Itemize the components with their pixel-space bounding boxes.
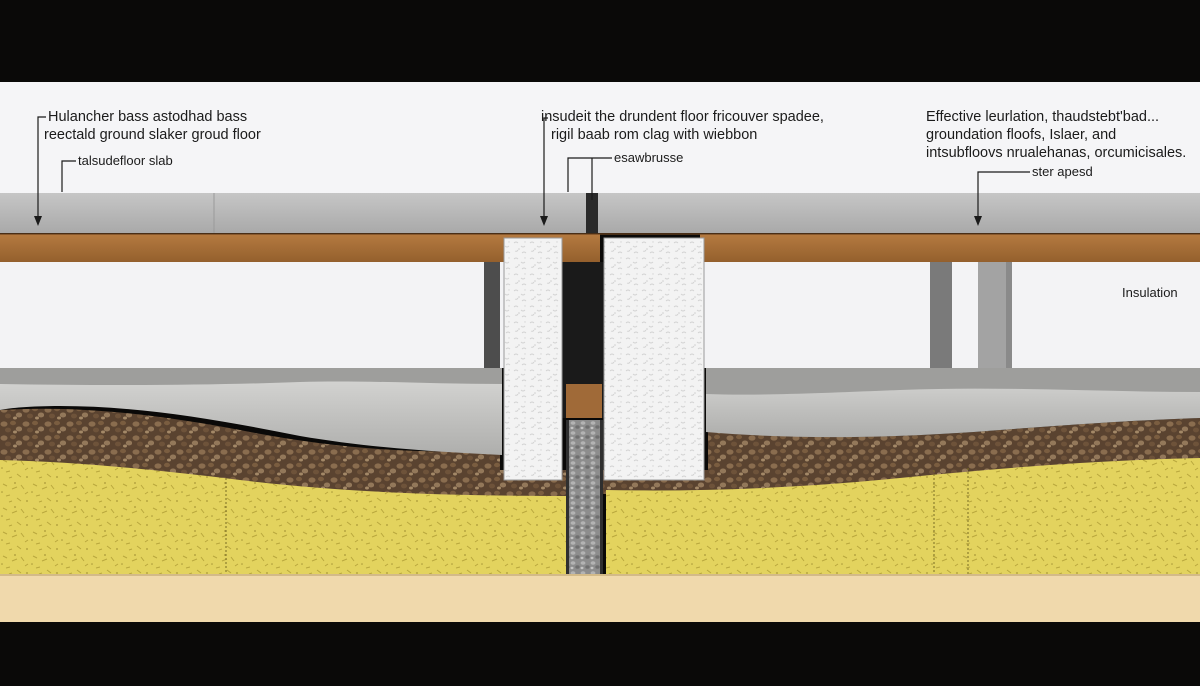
support-post-right-a xyxy=(930,262,952,378)
concrete-base-right-top xyxy=(706,368,1200,395)
support-post-left xyxy=(484,262,500,370)
leader-center-main xyxy=(543,117,548,220)
label-right-line1: Effective leurlation, thaudstebt'bad... xyxy=(926,109,1159,125)
leader-center-sub xyxy=(567,157,612,192)
label-left-line2: reectald ground slaker groud floor xyxy=(44,127,261,143)
sub-base-strip xyxy=(0,574,1200,622)
label-right-line3: intsubfloovs nrualehanas, orcumicisales. xyxy=(926,145,1186,161)
label-right-line2: groundation floofs, Islaer, and xyxy=(926,127,1116,143)
label-center-line1: insudeit the drundent floor fricouver sp… xyxy=(541,109,824,125)
label-center-sub: esawbrusse xyxy=(614,150,683,165)
leader-left-main-arrow xyxy=(34,216,42,226)
timber-beam-left xyxy=(0,234,600,262)
label-left-line1: Hulancher bass astodhad bass xyxy=(48,109,247,125)
insulation-board-right xyxy=(603,237,705,481)
stone-column-edge-r xyxy=(600,420,603,574)
stone-drainage-column xyxy=(568,420,600,574)
leader-left-sub xyxy=(61,160,76,192)
label-left-sub: talsudefloor slab xyxy=(78,153,173,168)
leader-center-main-arrow xyxy=(540,216,548,226)
label-right-sub: ster apesd xyxy=(1032,164,1093,179)
sand-fill-right xyxy=(606,458,1200,574)
floor-slab-right xyxy=(598,193,1200,233)
floor-slab-left xyxy=(0,193,586,233)
concrete-base-left-top xyxy=(0,368,502,386)
leader-right-main xyxy=(977,171,1030,220)
bottom-frame-band xyxy=(0,622,1200,686)
insulation-board-left xyxy=(503,237,563,481)
sand-fill-left xyxy=(0,460,570,574)
top-frame-band xyxy=(0,0,1200,82)
stone-column-edge-l xyxy=(566,420,569,574)
gravel-layer-left xyxy=(0,408,500,500)
label-center-line2: rigil baab rom clag with wiebbon xyxy=(551,127,757,143)
leader-lines xyxy=(34,116,1030,226)
leader-left-main xyxy=(37,116,46,220)
label-wall-background xyxy=(0,82,1200,194)
concrete-base-left xyxy=(0,368,502,455)
timber-beam-right xyxy=(700,234,1200,262)
slab-gap xyxy=(586,193,598,233)
label-insulation: Insulation xyxy=(1122,285,1178,300)
cavity-timber-block xyxy=(566,384,602,418)
leader-right-main-arrow xyxy=(974,216,982,226)
support-post-right-b-shade xyxy=(1006,262,1012,398)
